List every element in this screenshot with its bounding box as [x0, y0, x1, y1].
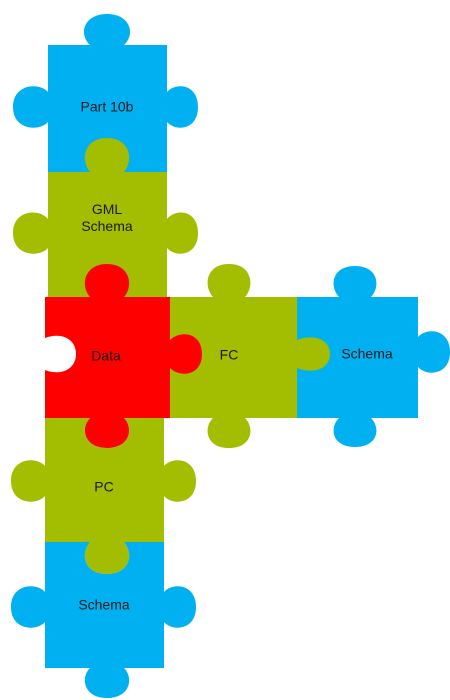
puzzle-piece-pc: [11, 418, 196, 574]
puzzle-piece-data: [45, 264, 202, 448]
label-pc: PC: [94, 478, 114, 495]
puzzle-piece-schema-right: [297, 266, 450, 447]
label-fc: FC: [219, 346, 239, 363]
puzzle-piece-part10b: [13, 14, 198, 172]
puzzle-piece-schema-bottom: [11, 542, 196, 698]
label-schema-bottom: Schema: [78, 596, 130, 613]
puzzle-piece-gml-schema: [13, 138, 198, 297]
label-gml-schema: GML Schema: [81, 201, 133, 234]
label-schema-right: Schema: [341, 345, 393, 362]
puzzle-piece-fc: [170, 264, 330, 448]
label-data: Data: [91, 347, 121, 364]
label-part10b: Part 10b: [80, 98, 134, 115]
